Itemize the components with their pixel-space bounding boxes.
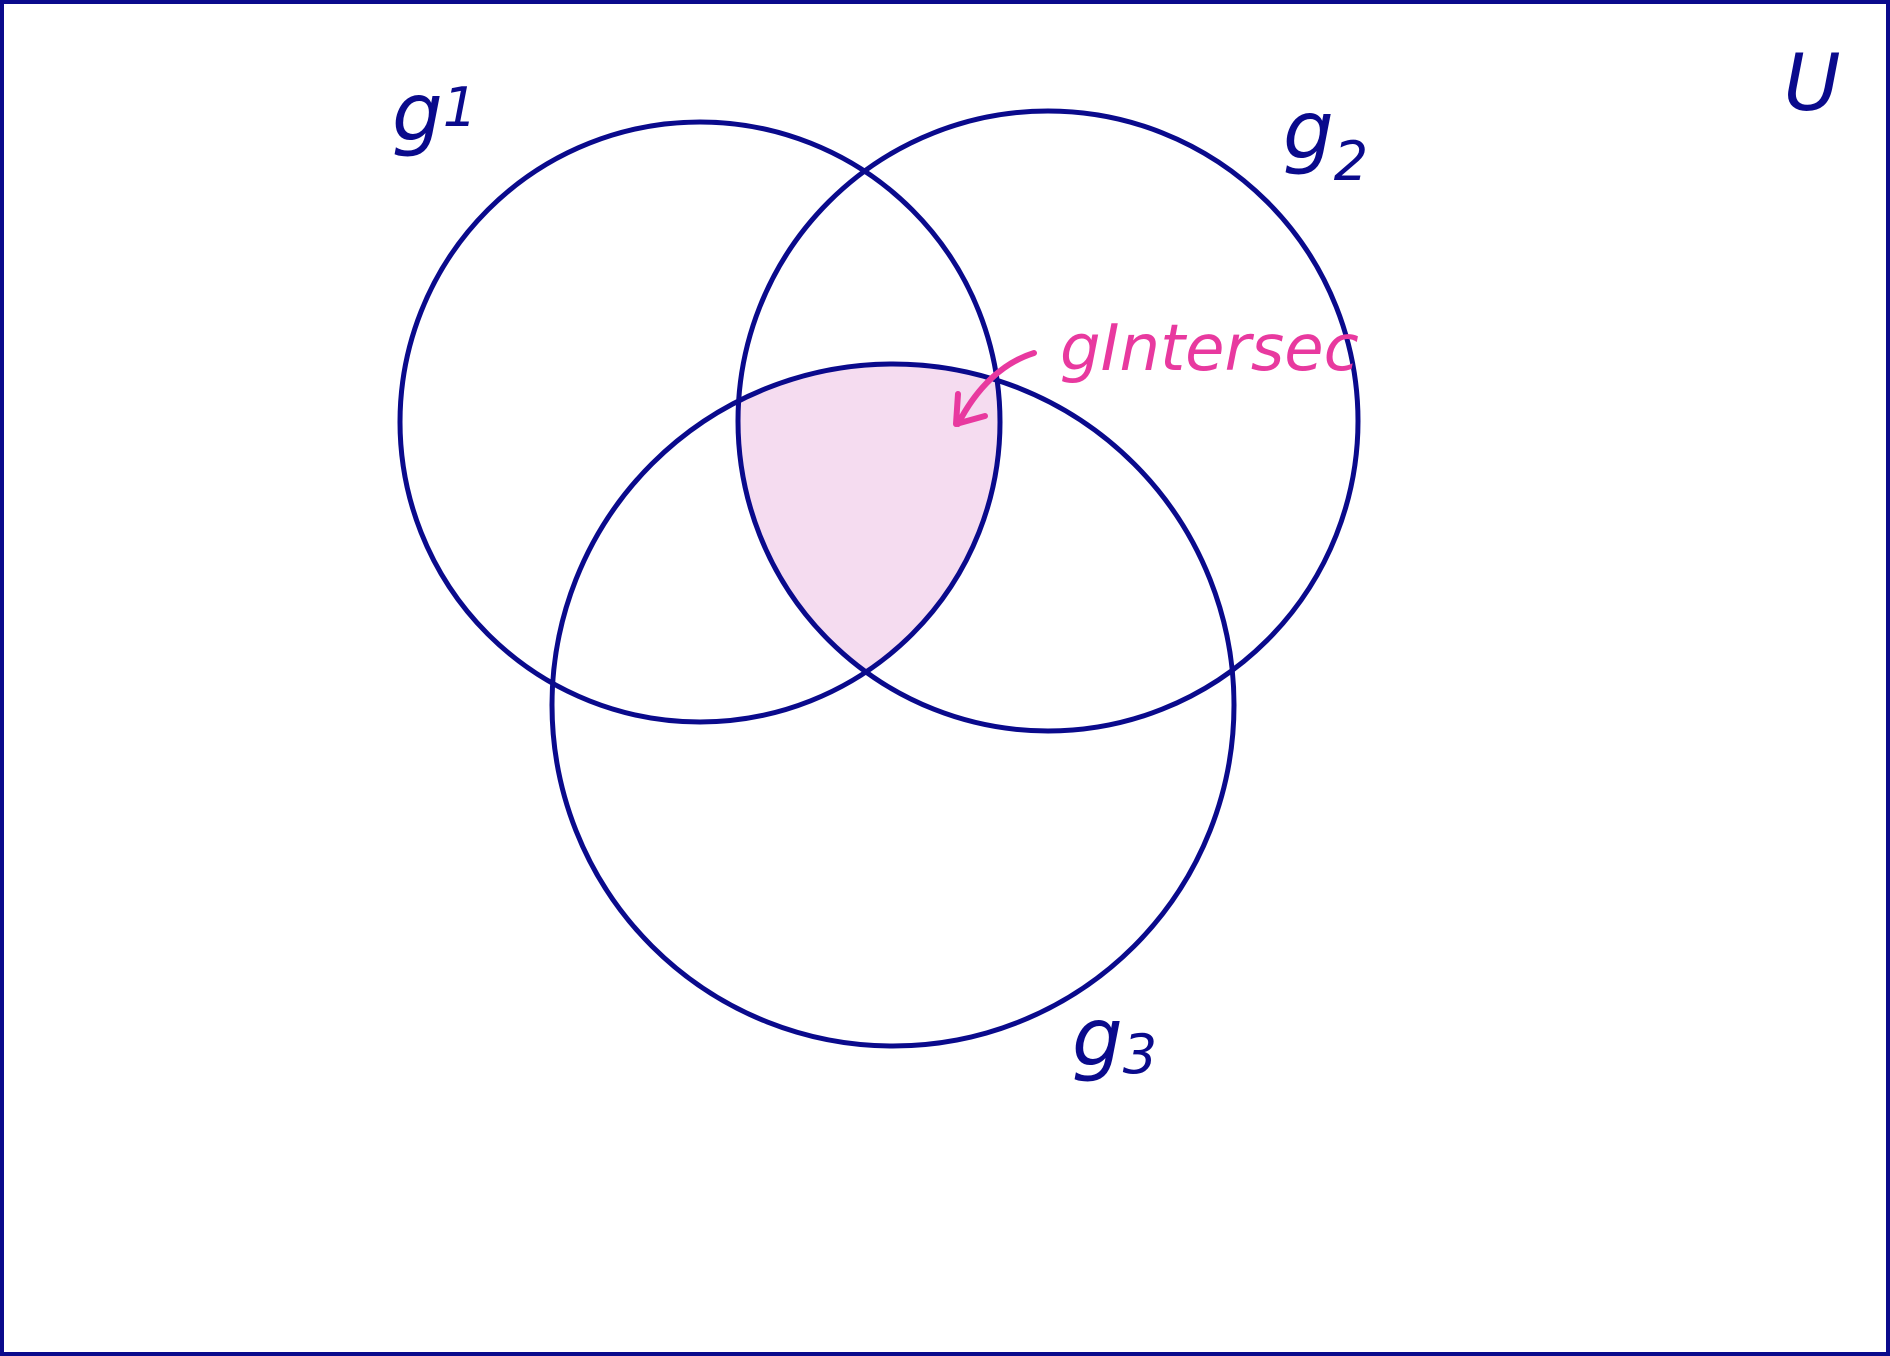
set-circle-g2 <box>735 108 1361 734</box>
set-label-g3: g3 <box>1072 991 1157 1086</box>
set-circle-g3 <box>549 361 1237 1049</box>
intersection-region <box>738 364 1000 722</box>
intersection-label: gIntersec <box>1060 312 1359 386</box>
set-label-g1-subscript: 1 <box>443 76 477 139</box>
set-label-g3-letter: g <box>1072 991 1123 1084</box>
intersection-arrowhead <box>953 391 988 427</box>
set-label-g2-subscript: 2 <box>1334 130 1368 193</box>
set-label-g2-letter: g <box>1283 84 1334 177</box>
intersection-arrow <box>955 350 1037 427</box>
universe-label: U <box>1783 39 1840 129</box>
set-label-g2: g2 <box>1283 84 1368 193</box>
set-circle-g1 <box>397 119 1003 725</box>
set-label-g3-subscript: 3 <box>1123 1023 1157 1086</box>
set-label-g1-letter: g <box>392 66 443 159</box>
set-label-g1: g1 <box>392 66 477 159</box>
